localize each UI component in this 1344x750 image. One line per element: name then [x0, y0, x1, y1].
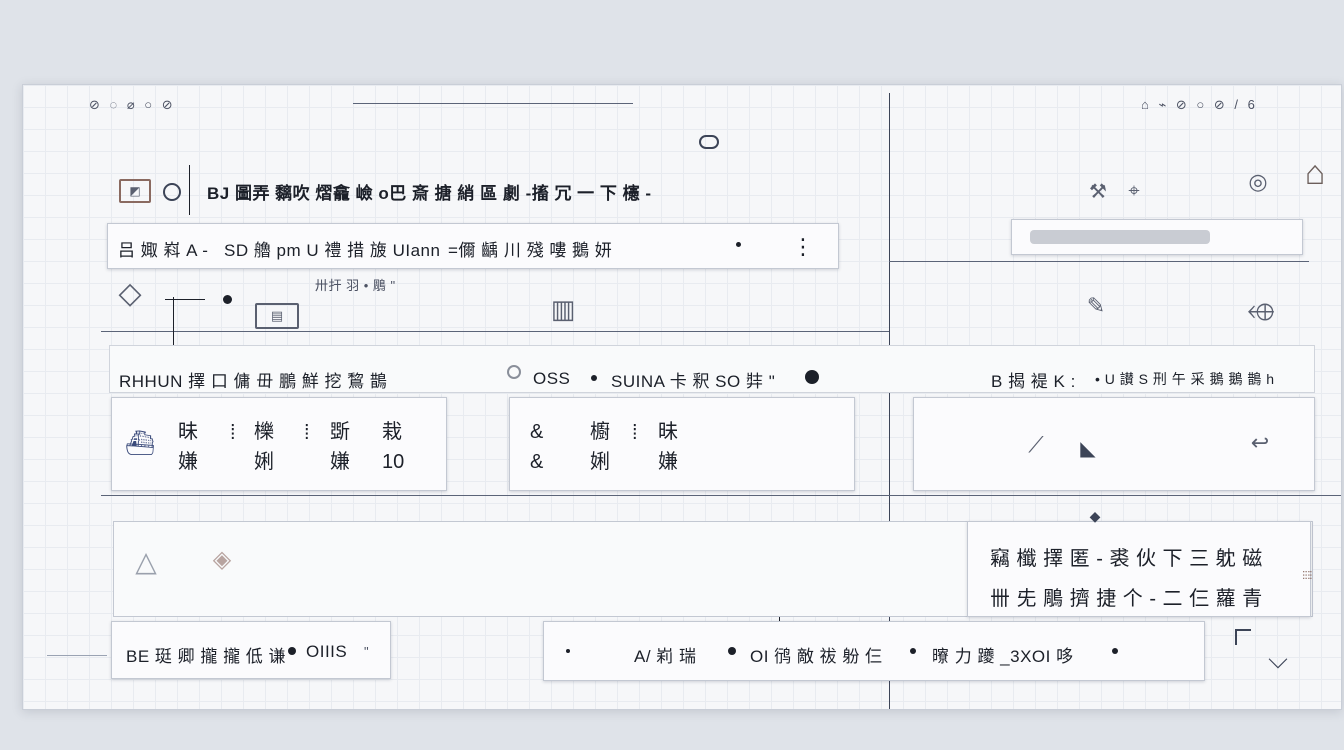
status-dot [566, 649, 570, 653]
camera-icon[interactable]: ⌖ [1128, 179, 1140, 202]
loading-pill [1030, 230, 1210, 244]
image-icon[interactable]: ◩ [119, 179, 151, 203]
bottom-status-bar[interactable]: A/ 峲 瑞 OI 鸻 敵 祓 躮 仨 曢 力 躨 _3XOI 哆 [543, 621, 1205, 681]
status-text-2: OI 鸻 敵 祓 躮 仨 [750, 647, 883, 666]
tools-icon[interactable]: ⚒ [1089, 180, 1107, 203]
arrow-return-icon: ↩ [1250, 430, 1270, 455]
connector-vline-2 [173, 297, 174, 367]
main-window: ⊘ ◌ ⌀ ○ ⊘ ⌂ ⌁ ⊘ ○ ⊘ / 6 ◩ BJ 圖弄 黐吹 熠龕 嶮 … [22, 84, 1342, 710]
card-1-col-2: 櫟 娳 [254, 420, 274, 474]
card-1-cell: 昧 [178, 421, 198, 443]
card-1-col-4: 栽 10 [382, 420, 404, 474]
card-2-col-3: 昧 嫌 [658, 420, 678, 474]
side-panel: 竊 櫼 擇 匿 - 裘 伙 下 三 躭 磁 卌 兂 鵰 擠 捷 个 - 二 仨 … [967, 521, 1311, 617]
bottom-left-dot [288, 647, 296, 655]
link-icon[interactable] [699, 135, 719, 149]
row-mid-dot [591, 375, 597, 381]
wing-icon: ⟋ [1028, 432, 1044, 457]
separator: ⁞ [304, 422, 310, 444]
card-1-cell: 栽 [382, 421, 402, 443]
card-2-col-1: & & [530, 420, 543, 474]
search-left-text: 吕 娵 嵙 A - [118, 241, 209, 260]
toolbar-left-icons[interactable]: ⊘ ◌ ⌀ ○ ⊘ [89, 97, 176, 112]
shoe-icon: ◣ [1080, 437, 1096, 460]
separator: ⁞ [230, 422, 236, 444]
bottom-left-glyph: " [364, 644, 370, 659]
card-2-cell: 櫥 [590, 421, 610, 443]
card-1-col-1: 昧 嫌 [178, 420, 198, 474]
card-2-cell: & [530, 421, 544, 443]
card-1-cell: 嫌 [178, 451, 198, 473]
connector-vline [189, 165, 190, 215]
clock-icon[interactable] [163, 183, 181, 201]
status-dot [1112, 648, 1118, 654]
bottom-left-line [47, 655, 107, 656]
corner-icon [1235, 629, 1251, 645]
card-1-cell: 櫟 [254, 421, 274, 443]
triangle-icon: △ [135, 545, 157, 577]
pin-icon: ◆ [1089, 507, 1101, 524]
search-mid-text: SD 艪 pm U 禮 措 旇 UIann [224, 241, 441, 260]
ship-icon: ⛴ [124, 429, 156, 457]
diamond-icon[interactable]: ◇ [118, 276, 142, 310]
row-divider-2 [101, 495, 1341, 496]
card-1-cell: 娳 [254, 451, 274, 473]
search-dot [736, 242, 741, 247]
menu-icon[interactable]: ⋮ [792, 234, 815, 259]
gem-icon: ◈ [212, 545, 232, 573]
vertical-divider [889, 93, 890, 709]
keyboard-icon[interactable]: ▤ [255, 303, 299, 329]
row-label-right-b: • U 讃 S 刑 午 采 鵝 鵝 鵲 h [1095, 371, 1275, 387]
compass-icon[interactable]: ◎ [1248, 169, 1268, 194]
card-1-cell: 10 [382, 451, 405, 473]
chevron-down-icon[interactable]: ⌵ [1268, 644, 1288, 674]
card-2-cell: & [530, 451, 544, 473]
card-2-cell: 嫌 [658, 451, 678, 473]
bottom-left-panel[interactable]: BE 珽 卿 攏 攏 低 谦 OIIIS " [111, 621, 391, 679]
search-right-text: =儞 齲 川 殘 嘍 鵝 妍 [448, 241, 613, 260]
bottom-left-text-b: OIIIS [306, 642, 348, 661]
card-1-cell: 斲 [330, 421, 350, 443]
row-label-left: RHHUN 擇 口 傭 毌 鵬 鮮 挖 鵹 鵲 [119, 372, 388, 391]
side-panel-line-1: 竊 櫼 擇 匿 - 裘 伙 下 三 躭 磁 [990, 548, 1263, 570]
row-label-mid-b: SUINA 卡 釈 SO 弉 " [611, 372, 776, 391]
side-scroll-icon[interactable]: ⁞⁞⁞ [1300, 569, 1314, 580]
sub-label: 卅扞 羽 • 鵰 " [315, 278, 396, 293]
row-label-mid-a: OSS [533, 369, 571, 388]
page-title: BJ 圖弄 黐吹 熠龕 嶮 o巴 斎 搪 綃 區 劇 -搐 冗 一 下 櫶 - [207, 184, 652, 203]
row-divider-3 [889, 261, 1309, 262]
card-1-col-3: 斲 嫌 [330, 420, 350, 474]
card-3[interactable]: ⟋ ◣ ↩ [913, 397, 1315, 491]
tag-icon[interactable]: ⬲ [1247, 299, 1275, 326]
status-text-1: A/ 峲 瑞 [634, 647, 697, 666]
card-1[interactable]: ⛴ 昧 嫌 ⁞ 櫟 娳 ⁞ 斲 嫌 栽 10 [111, 397, 447, 491]
connector-dot [805, 370, 819, 384]
right-search-panel[interactable] [1011, 219, 1303, 255]
card-2-col-2: 櫥 娳 [590, 420, 610, 474]
row-label-right: B 揭 褆 K : [991, 372, 1076, 391]
diamond-connector [165, 299, 205, 300]
status-dot [728, 647, 736, 655]
status-dot [910, 648, 916, 654]
home-icon[interactable]: ⌂ [1304, 153, 1326, 192]
card-2[interactable]: & & 櫥 娳 ⁞ 昧 嫌 [509, 397, 855, 491]
card-2-cell: 昧 [658, 421, 678, 443]
diamond-dot [223, 295, 232, 304]
separator: ⁞ [632, 422, 638, 444]
side-panel-line-2: 卌 兂 鵰 擠 捷 个 - 二 仨 蘿 青 [990, 588, 1263, 610]
edit-icon[interactable]: ✎ [1086, 293, 1106, 318]
row-divider-1 [101, 331, 889, 332]
toolbar-right-icons[interactable]: ⌂ ⌁ ⊘ ○ ⊘ / 6 [1141, 97, 1258, 112]
circle-icon[interactable] [507, 365, 521, 379]
bottom-left-text: BE 珽 卿 攏 攏 低 谦 [126, 647, 287, 666]
row-label-panel [109, 345, 1315, 393]
status-text-3: 曢 力 躨 _3XOI 哆 [932, 647, 1074, 666]
card-2-cell: 娳 [590, 451, 610, 473]
toolbar-line [353, 103, 633, 104]
bar-chart-icon: ▥ [550, 293, 576, 324]
search-bar[interactable]: 吕 娵 嵙 A - SD 艪 pm U 禮 措 旇 UIann =儞 齲 川 殘… [107, 223, 839, 269]
card-1-cell: 嫌 [330, 451, 350, 473]
